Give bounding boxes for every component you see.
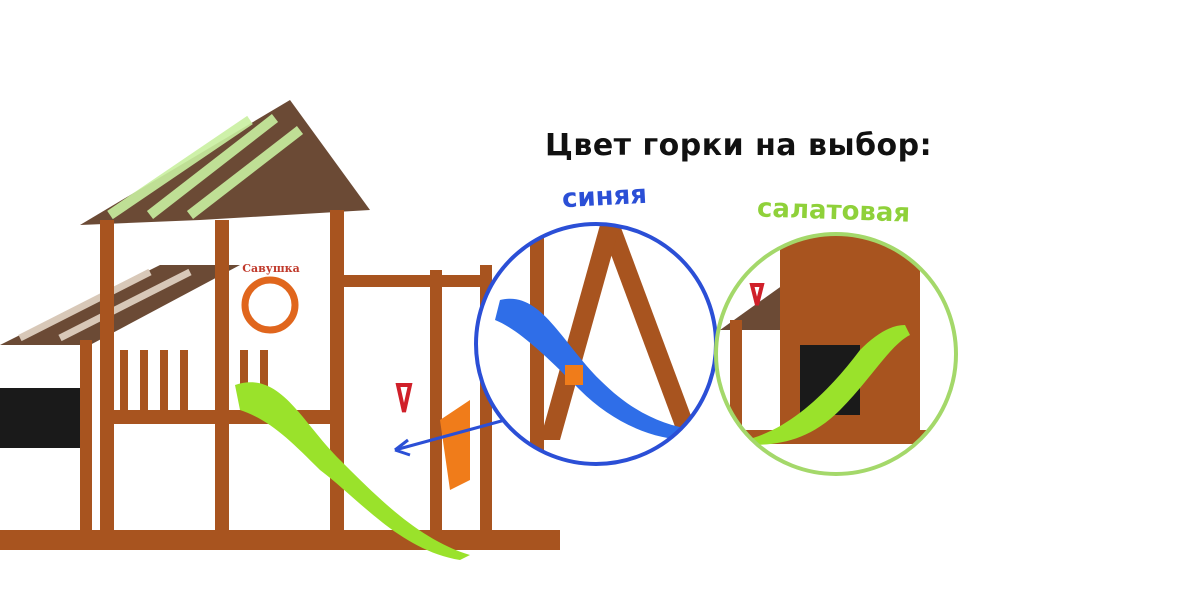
playground-main: Савушка [0, 100, 560, 560]
option-label-green: салатовая [756, 193, 911, 229]
logo-sign [240, 258, 302, 276]
steering-wheel [241, 276, 299, 334]
green-slide-option [714, 232, 958, 476]
swing-seat [440, 400, 470, 490]
blue-slide-option [474, 222, 718, 466]
green-slide [235, 382, 470, 560]
arrow [394, 418, 506, 452]
ring-handle [395, 383, 413, 413]
heading: Цвет горки на выбор: [545, 128, 933, 163]
chalkboard [0, 388, 80, 448]
option-label-blue: синяя [561, 179, 648, 215]
arrow-head-icon [394, 438, 411, 457]
svg-text:Савушка: Савушка [242, 262, 299, 275]
